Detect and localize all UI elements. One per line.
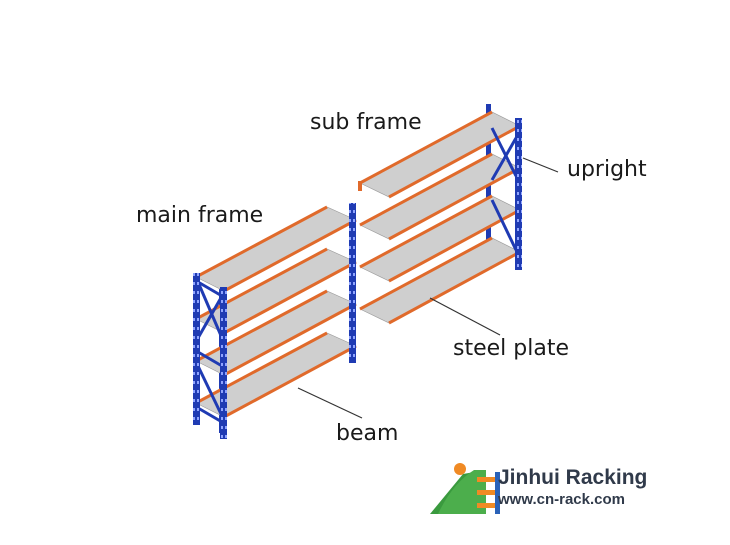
brand-name: Jinhui Racking [498,466,648,489]
beam-label: beam [336,421,399,446]
main-frame-label: main frame [136,203,264,228]
main-front-left-upright [193,273,200,425]
beam-leader [297,387,363,419]
sub-frame-label: sub frame [310,110,422,135]
leader-lines [297,157,559,419]
steel-plate-label: steel plate [453,336,569,361]
upright-label: upright [567,157,647,182]
main-front-right-upright-top [349,203,356,363]
sub-front-upright [515,118,522,270]
upright-leader [522,157,559,173]
sub-frame-unit [358,104,522,325]
sub-shelf-3 [359,194,521,283]
main-front-right-upright [220,287,227,439]
jinhui-racking-logo-icon [430,463,500,514]
main-frame-unit [193,203,357,439]
main-shelf-4 [195,331,357,419]
sub-frame-bracing [490,127,518,251]
main-frame-bracing [196,280,224,424]
brand-block: Jinhui Racking www.cn-rack.com [498,466,647,510]
sub-shelf-2 [359,152,521,241]
steel-plate-leader [429,297,501,336]
brand-url: www.cn-rack.com [498,491,625,508]
